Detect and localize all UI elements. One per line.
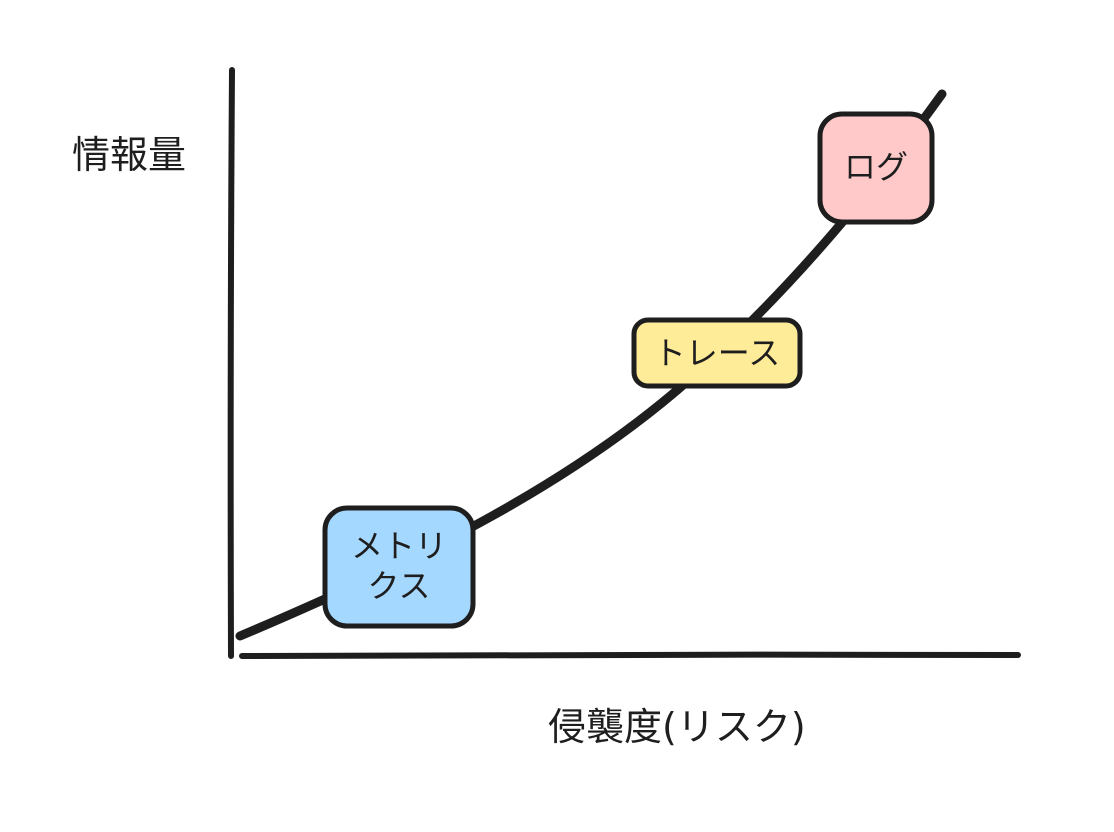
metrics-box (322, 505, 476, 629)
logs-box (817, 111, 935, 225)
metrics-label-line-1: メトリ (351, 527, 447, 565)
metrics-label-line-2: クス (367, 567, 430, 605)
logs-label: ログ (844, 148, 908, 186)
metrics-node: メトリ クス (322, 505, 476, 629)
logs-node: ログ (817, 111, 935, 225)
traces-node: トレース (631, 317, 803, 389)
x-axis-line (239, 651, 1021, 659)
traces-label: トレース (654, 334, 780, 372)
x-axis-label: 侵襲度(リスク) (548, 705, 806, 749)
y-axis-label: 情報量 (72, 133, 186, 177)
y-axis-line (227, 67, 235, 659)
traces-box (631, 317, 803, 389)
